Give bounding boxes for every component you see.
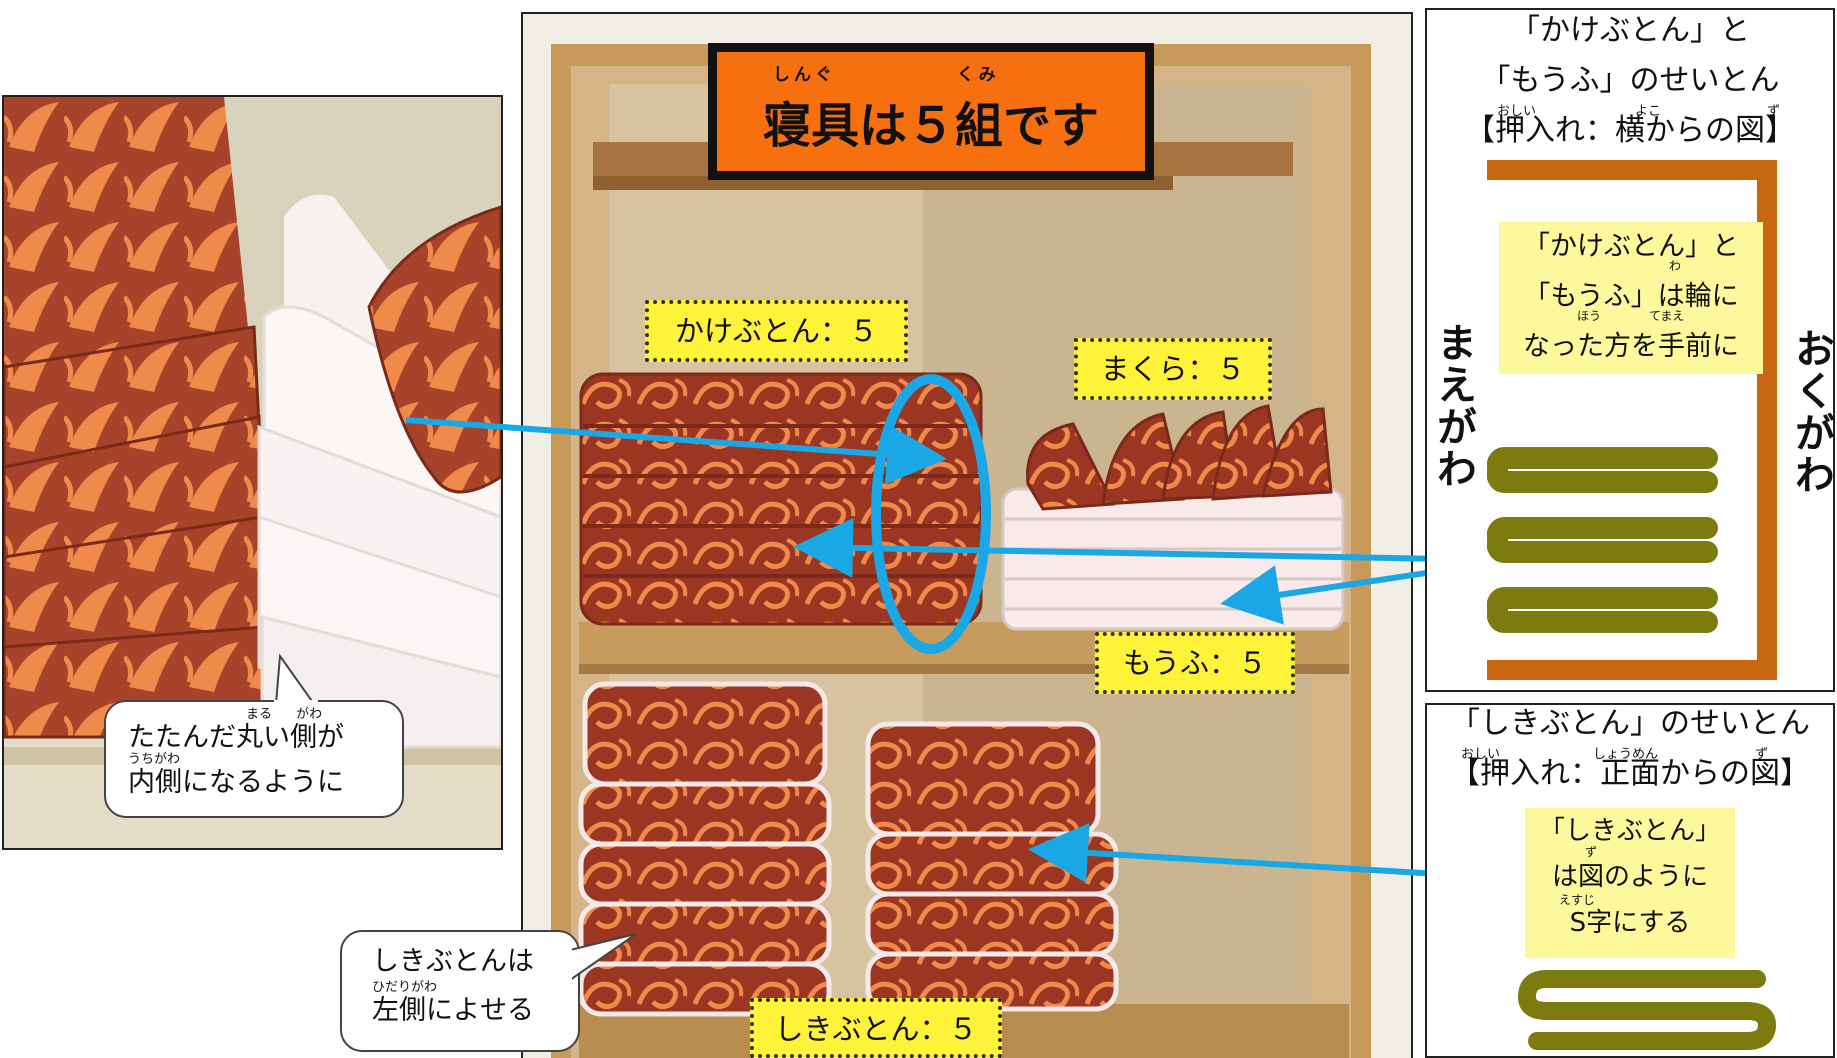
shikibuton-bubble-line2: 左側によせる <box>372 995 534 1027</box>
folded-futon-shapes <box>1487 447 1718 633</box>
label-front-side: まえがわ <box>1430 322 1476 490</box>
side-view-note-line1: 「かけぶとん」と <box>1523 231 1739 262</box>
front-view-note-line3: S字にする <box>1569 908 1691 938</box>
front-view-ruby-zu: ず <box>1755 747 1769 762</box>
label-shikibuton: しきぶとん：５ <box>750 998 1002 1058</box>
page-title: 寝具は５組です <box>762 98 1099 154</box>
closeup-ruby-uchigawa: うちがわ <box>128 752 181 768</box>
label-kakebuton: かけぶとん：５ <box>645 300 908 362</box>
side-view-note-ruby-wa: わ <box>1669 259 1682 273</box>
closeup-bubble-line2: 内側になるように <box>128 767 344 799</box>
shikibuton-bubble: しきぶとんは ひだりがわ 左側によせる <box>340 930 637 1052</box>
closet-photo-drawing <box>523 14 1411 1058</box>
front-view-heading-1: 「しきぶとん」のせいとん <box>1450 706 1810 741</box>
front-view-note: 「しきぶとん」 ず は図のように えすじ S字にする <box>1525 808 1735 958</box>
shikibuton-stack-left <box>578 681 832 1017</box>
side-view-heading-3: 【押入れ：横からの図】 <box>1465 113 1795 148</box>
front-view-heading-2: 【押入れ：正面からの図】 <box>1450 756 1810 791</box>
makura-row <box>1026 404 1333 511</box>
side-view-heading-2: 「もうふ」のせいとん <box>1480 63 1780 98</box>
arrow-diagram-to-kakebuton <box>793 517 1501 578</box>
shikibuton-bubble-ruby: ひだりがわ <box>372 980 438 996</box>
closeup-pillow <box>367 205 501 494</box>
front-view-panel: 「しきぶとん」のせいとん おしい しょうめん ず 【押入れ：正面からの図】 「し… <box>1425 703 1835 1058</box>
side-view-note-line2: 「もうふ」は輪に <box>1523 281 1739 312</box>
side-view-panel: 「かけぶとん」と 「もうふ」のせいとん おしい よこ ず 【押入れ：横からの図】… <box>1425 8 1835 692</box>
closet-photo <box>521 12 1413 1058</box>
front-view-note-line1: 「しきぶとん」 <box>1538 816 1721 846</box>
title-ruby-shingu: しんぐ <box>773 65 836 85</box>
arrow-closeup-to-kakebuton <box>405 417 947 485</box>
front-view-note-ruby-esuji: えすじ <box>1559 893 1596 907</box>
front-view-note-ruby-zu: ず <box>1585 845 1598 859</box>
shikibuton-bubble-line1: しきぶとんは <box>372 946 534 977</box>
arrow-diagram-to-shikibuton <box>1028 822 1473 883</box>
side-view-note-ruby-hou: ほう <box>1577 309 1602 323</box>
title-ruby-kumi: くみ <box>957 65 1000 85</box>
side-view-ruby-oshii: おしい <box>1497 104 1537 119</box>
closeup-blanket-stack <box>257 194 501 749</box>
closet-side-diagram <box>1487 160 1777 680</box>
label-moufu: もうふ：５ <box>1095 632 1295 694</box>
label-makura: まくら：５ <box>1074 338 1272 400</box>
label-back-side: おくがわ <box>1788 328 1834 496</box>
front-view-note-line2: は図のように <box>1551 862 1708 892</box>
front-view-ruby-oshii: おしい <box>1461 747 1501 762</box>
front-view-ruby-shoumen: しょうめん <box>1593 747 1659 762</box>
side-view-note-ruby-temae: てまえ <box>1649 309 1685 323</box>
side-view-note-line3: なった方を手前に <box>1523 331 1739 362</box>
closeup-ruby-gawa: がわ <box>296 707 323 722</box>
closeup-ruby-maru: まる <box>246 707 273 722</box>
side-view-heading-1: 「かけぶとん」と <box>1510 13 1750 48</box>
side-view-ruby-yoko: よこ <box>1635 104 1662 119</box>
s-fold-diagram <box>1517 970 1777 1050</box>
closeup-bubble-line1: たたんだ丸い側が <box>128 722 344 753</box>
title-banner: しんぐ くみ 寝具は５組です <box>708 43 1154 180</box>
shikibuton-bubble-tail <box>570 933 637 984</box>
side-view-ruby-zu: ず <box>1767 104 1781 119</box>
highlight-ellipse <box>871 374 991 654</box>
closeup-bubble: まる がわ たたんだ丸い側が うちがわ 内側になるように <box>104 654 404 818</box>
side-view-note: 「かけぶとん」と わ 「もうふ」は輪に ほう てまえ なった方を手前に <box>1499 222 1763 374</box>
closeup-bubble-tail <box>274 654 318 704</box>
